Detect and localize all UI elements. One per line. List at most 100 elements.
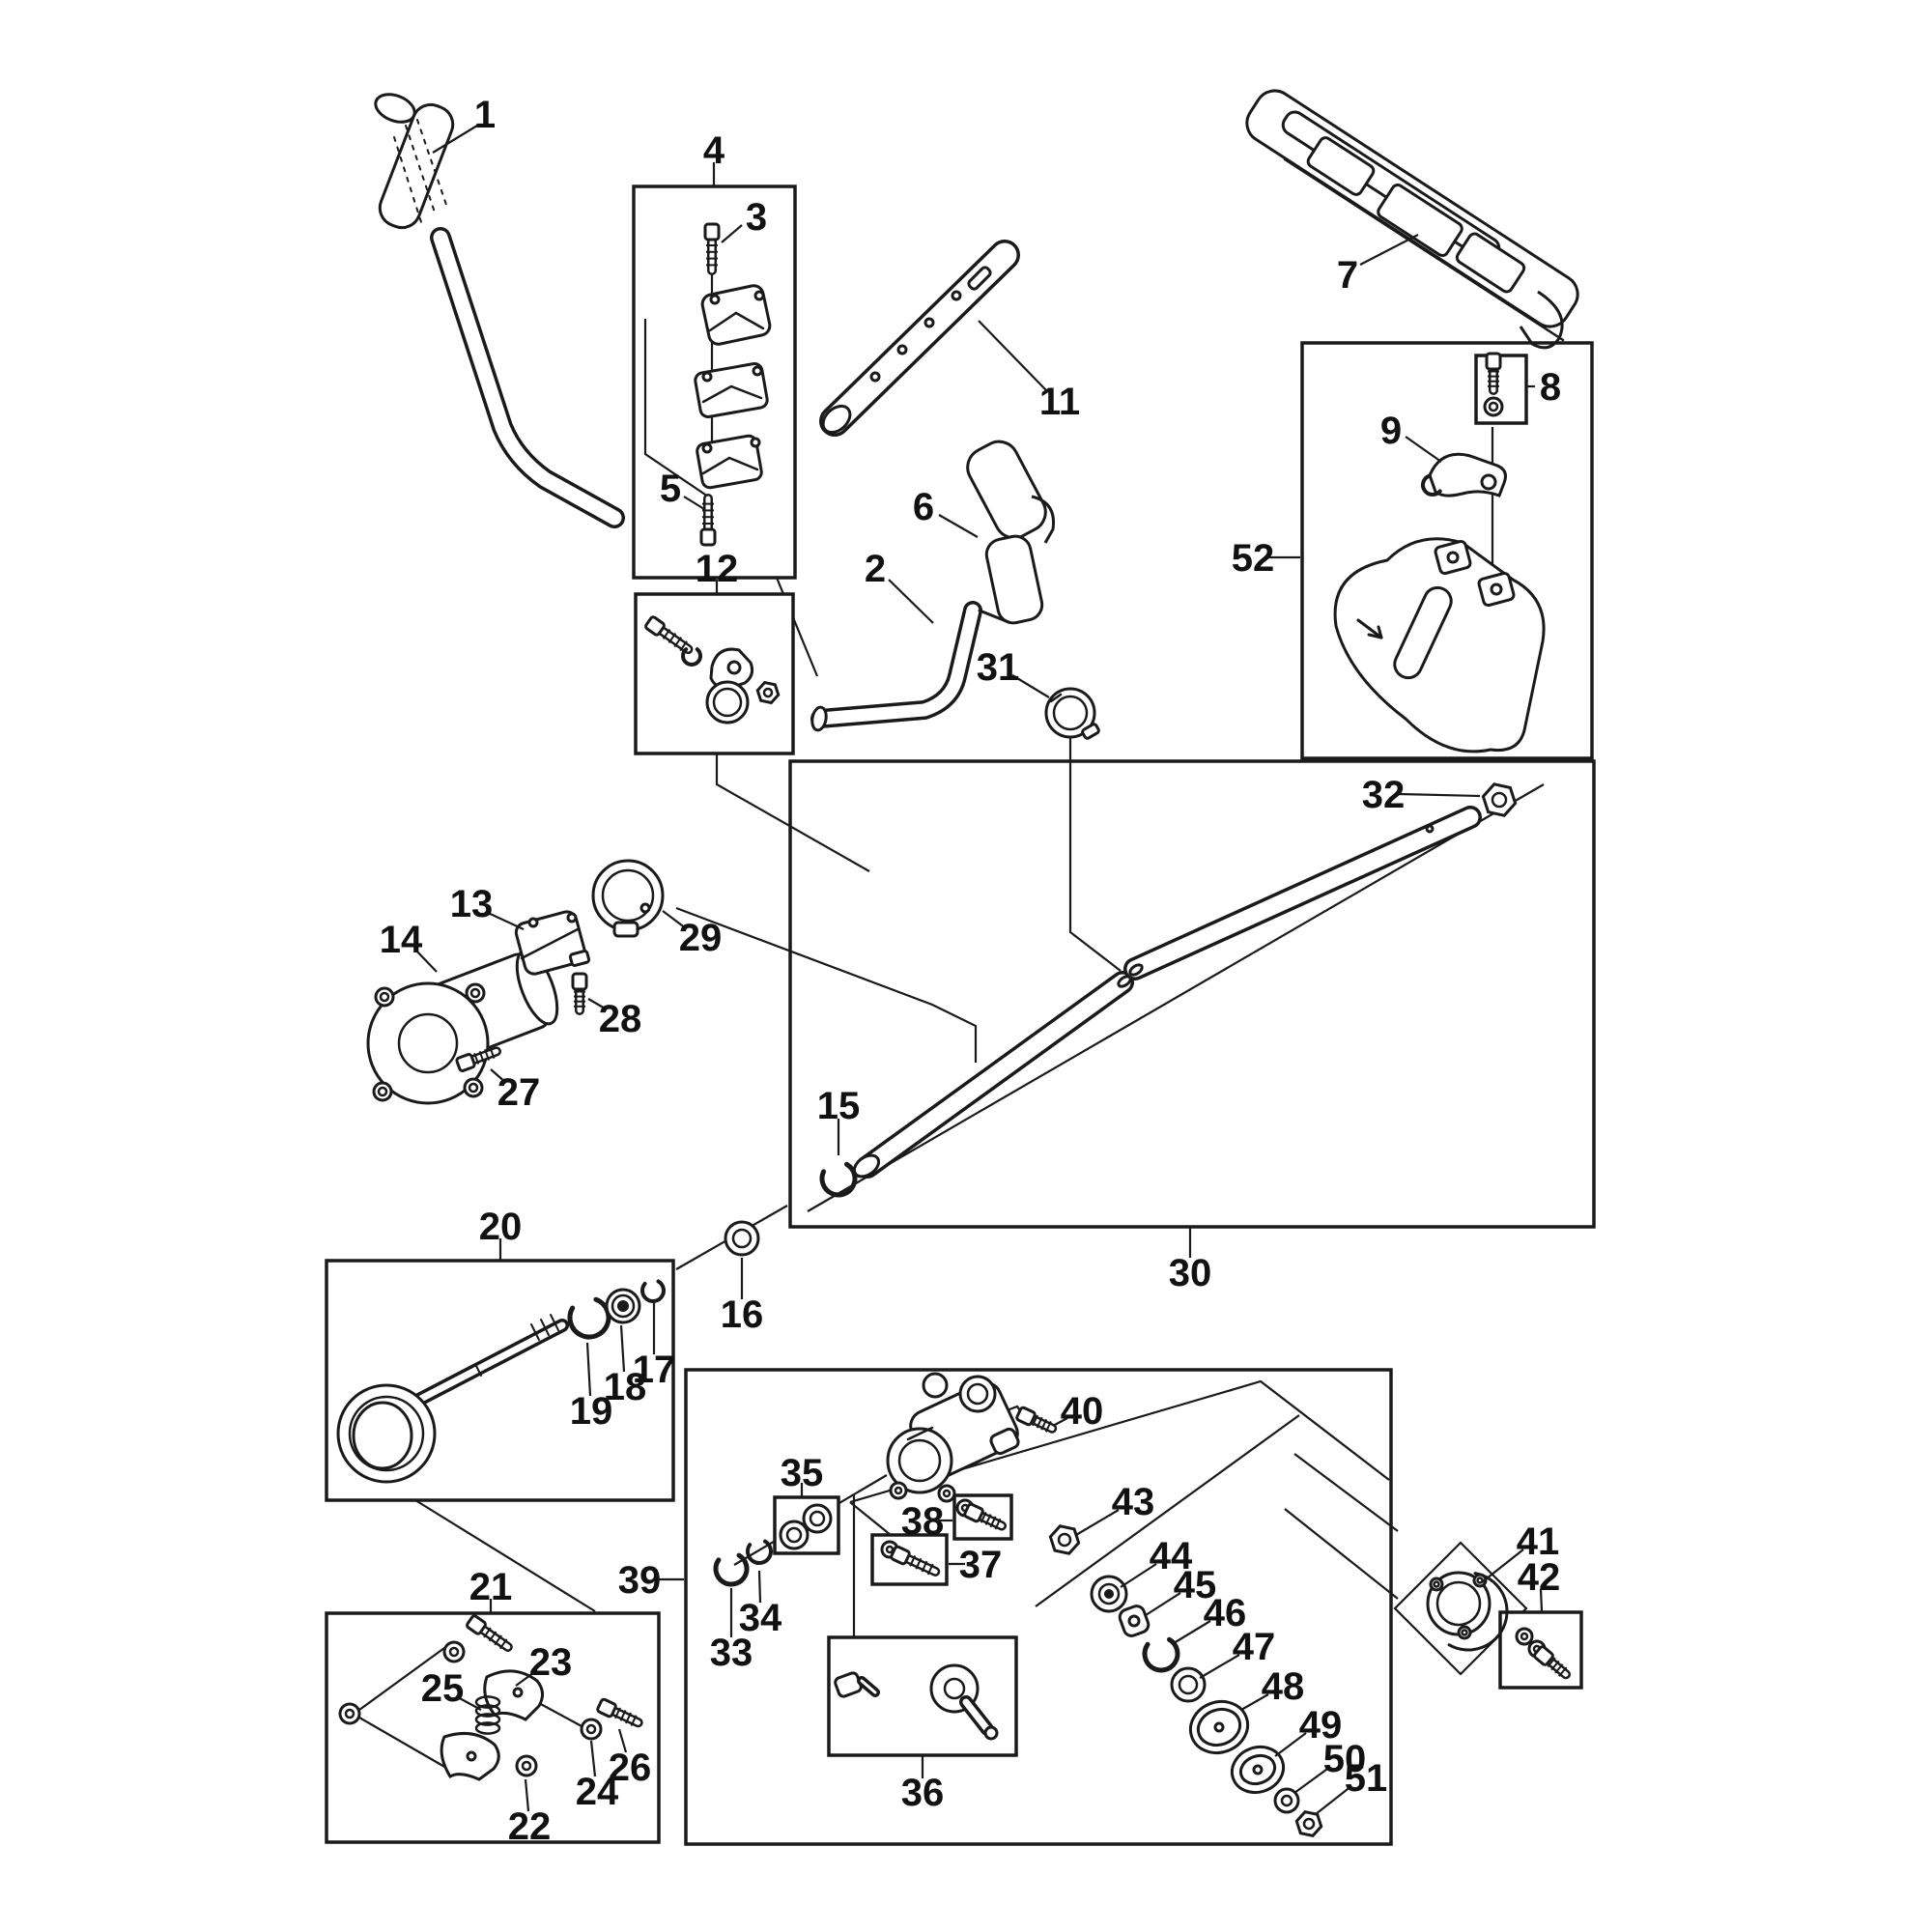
part-callout-18: 18 [604,1324,646,1408]
handle-clamp-middle [694,362,769,418]
clutch-shoe-set-21-screw-thread0 [483,1627,492,1638]
clutch-shoe-set-21-screw-thread2 [625,1712,632,1724]
clutch-shoe-set-21-circle [512,1687,524,1698]
gear-case-assembly-circle [922,1372,949,1399]
seal-set-35-ring0 [809,1510,826,1527]
group-box-39 [684,1368,1393,1846]
clamp-bracket-parts-12-screw-thread2 [673,637,682,648]
handle-clamp-lower-circle [701,442,713,454]
handle-grip-1 [374,93,455,230]
shaft-pipe-11 [819,240,1020,437]
clutch-shoe-set-21-circle [580,1718,603,1741]
part-callout-43: 43 [1075,1481,1155,1536]
clutch-case-14-ring0 [469,987,481,999]
part-label-32: 32 [1362,774,1406,816]
gear-case-assembly-ring0 [966,1382,989,1406]
throttle-cable-assembly-7-block [1377,183,1463,258]
ring-47-ring0 [1178,1674,1199,1695]
drive-shaft-30-tube-inner [859,974,1131,1176]
part-label-43: 43 [1112,1481,1155,1523]
guard-mount-41 [1426,1571,1509,1652]
part-label-47: 47 [1233,1626,1276,1668]
link-21-inner-b [358,1717,447,1769]
throttle-lever-6-outline [1031,495,1056,544]
left-handlebar-tube [430,227,625,528]
adjuster-set-36-tube-inner [962,1698,991,1733]
part-callout-11: 11 [978,320,1080,423]
shaft-pipe-11-circle [869,371,881,383]
link-21-inner-a [358,1647,445,1711]
part-callout-19: 19 [570,1342,612,1433]
clutch-shoe-set-21-screw-thread1 [488,1631,497,1642]
link-box20-to-box21 [414,1499,596,1612]
part-leader-40 [1052,1417,1068,1427]
part-label-15: 15 [817,1085,861,1127]
part-label-21: 21 [469,1566,513,1608]
clutch-shoe-set-21-screw-thread1 [619,1710,627,1721]
part-callout-51: 51 [1315,1757,1387,1815]
part-callout-23: 23 [515,1641,572,1687]
part-callout-3: 3 [721,196,767,243]
cup-washer-48-circle [1213,1721,1225,1733]
clamp-13 [514,910,591,976]
part-callout-5: 5 [660,468,705,510]
part-label-25: 25 [421,1667,465,1710]
part-label-13: 13 [450,883,494,925]
part-leader-24 [589,1740,597,1777]
part-callout-7: 7 [1337,234,1419,297]
seal-set-35-circle [802,1503,833,1534]
gear-case-assembly [886,1372,1020,1503]
guard-52-line [1367,633,1383,639]
throttle-lever-6-line [978,609,1010,624]
frame-box30-plane [807,783,1545,1212]
part-label-45: 45 [1174,1564,1217,1606]
part-label-38: 38 [901,1500,945,1543]
group-box-52 [1300,341,1594,760]
part-callout-33: 33 [710,1588,753,1674]
part-label-1: 1 [474,94,496,136]
adjuster-set-36-circle [983,1725,999,1741]
frame-box39-b [1035,1414,1300,1607]
screw-28-screw-head [571,972,588,991]
collar-29-circle [639,902,651,914]
bolt-set-42-ring0 [1520,1632,1529,1641]
part-leader-6 [938,514,979,538]
screw-40-screw-thread0 [1032,1414,1038,1427]
gear-case-assembly-line [906,1426,934,1441]
part-leader-41 [1481,1548,1524,1583]
part-leader-3 [721,224,743,243]
part-label-42: 42 [1518,1556,1561,1599]
clutch-shoe-set-21-circle [466,1750,477,1762]
part-leader-2 [888,579,934,624]
clutch-drum-shaft-20-line [530,1323,540,1341]
bearing-18-center [617,1300,629,1312]
bearing-44-ring0 [1097,1582,1121,1605]
bolt-set-37-screw-thread0 [909,1555,917,1567]
washer-16-circle [724,1220,760,1257]
guard-mount-41-ring0 [1435,1580,1482,1627]
bolt-set-37-screw-thread1 [915,1557,923,1570]
part-leader-46 [1173,1620,1211,1644]
shaft-pipe-11-circle [923,317,935,328]
washer-50 [1273,1787,1300,1814]
left-handlebar-tube-tube-outer [430,227,625,528]
nut-51-hex-hole [1302,1817,1316,1831]
clutch-shoe-set-21 [338,1614,643,1781]
collar-29-ring0 [601,868,655,923]
shaft-pipe-11-circle [951,290,962,301]
throttle-lever-6 [966,440,1056,625]
gear-case-assembly-ring0 [894,1486,903,1495]
bolt-set-37-screw-thread2 [921,1560,928,1573]
snap-ring-33-open-ring [713,1552,750,1587]
drive-shaft-30-circle [1425,824,1435,834]
part-leader-23 [515,1669,538,1687]
part-callout-13: 13 [450,883,525,930]
part-label-34: 34 [739,1597,782,1639]
cup-washer-49 [1230,1745,1286,1795]
ring-47 [1170,1666,1207,1703]
bearing-18-ring0 [611,1293,636,1319]
handle-grip-1-line [405,125,436,213]
clamp-31-ring0 [1052,695,1089,731]
part-callout-50: 50 [1293,1738,1366,1794]
adjuster-set-36-tube-inner [860,1679,877,1694]
